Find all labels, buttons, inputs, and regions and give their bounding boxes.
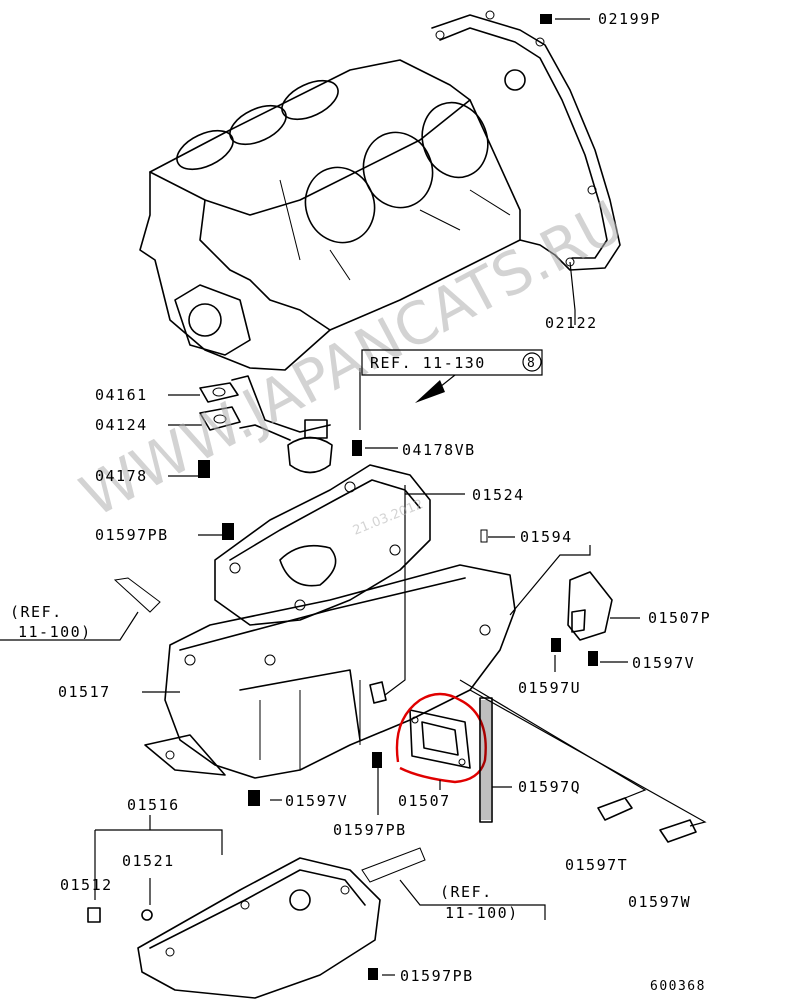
rear-plate-gasket[interactable] [431, 10, 621, 271]
callout-01597W[interactable]: 01597W [628, 893, 691, 911]
callout-01521[interactable]: 01521 [122, 852, 175, 870]
callout-04178[interactable]: 04178 [95, 467, 148, 485]
leader-lines [0, 18, 707, 976]
watermark: WWW.JAPANCATS.RU [70, 187, 634, 530]
ref-11-100-bottom[interactable]: (REF. 11-100) [440, 883, 519, 922]
ref-11-130[interactable]: REF. 11-130 8 [361, 349, 543, 403]
callout-01597T[interactable]: 01597T [565, 856, 628, 874]
callout-01597U[interactable]: 01597U [518, 679, 581, 697]
callout-01597PB-mid[interactable]: 01597PB [333, 821, 407, 839]
callout-01507[interactable]: 01507 [398, 792, 451, 810]
figure-number: 600368 [650, 979, 706, 994]
highlight-circle [395, 692, 487, 784]
callout-01594[interactable]: 01594 [520, 528, 573, 546]
ref-11-100-left[interactable]: (REF. 11-100) [10, 603, 92, 641]
callout-01597Q[interactable]: 01597Q [518, 778, 581, 796]
callout-01517[interactable]: 01517 [58, 683, 111, 701]
callout-04124[interactable]: 04124 [95, 416, 148, 434]
callout-04178VB[interactable]: 04178VB [402, 441, 476, 459]
callout-01512[interactable]: 01512 [60, 876, 113, 894]
callout-02122[interactable]: 02122 [545, 314, 598, 332]
callout-04161[interactable]: 04161 [95, 386, 148, 404]
ref-11-130-circle: 8 [527, 356, 536, 371]
baffle-plate[interactable] [214, 464, 488, 626]
callout-01516[interactable]: 01516 [127, 796, 180, 814]
ref-11-100-left-a: (REF. [10, 603, 63, 621]
upper-oil-pan[interactable] [144, 564, 516, 779]
engine-block[interactable] [139, 59, 521, 371]
ref-11-100-bottom-a: (REF. [440, 883, 493, 901]
ref-11-130-label: REF. 11-130 [370, 354, 486, 372]
oil-strainer[interactable] [198, 375, 362, 478]
callout-01597V-right[interactable]: 01597V [632, 654, 695, 672]
callout-01597PB-bottom[interactable]: 01597PB [400, 967, 474, 985]
gasket-plate[interactable] [395, 692, 487, 784]
callout-01507P[interactable]: 01507P [648, 609, 711, 627]
cover-part[interactable] [551, 571, 613, 666]
callout-02199P[interactable]: 02199P [598, 10, 661, 28]
callout-01597V-mid[interactable]: 01597V [285, 792, 348, 810]
callout-01524[interactable]: 01524 [472, 486, 525, 504]
ref-11-100-left-b: 11-100) [18, 623, 92, 641]
date-stamp: 21.03.2012 [351, 497, 426, 539]
ref-11-100-bottom-b: 11-100) [445, 904, 519, 922]
callout-01597PB-top[interactable]: 01597PB [95, 526, 169, 544]
bolts [248, 697, 697, 843]
lower-oil-pan[interactable] [87, 857, 381, 999]
callouts: 02199P 02122 04161 04124 04178 04178VB 0… [58, 10, 711, 985]
